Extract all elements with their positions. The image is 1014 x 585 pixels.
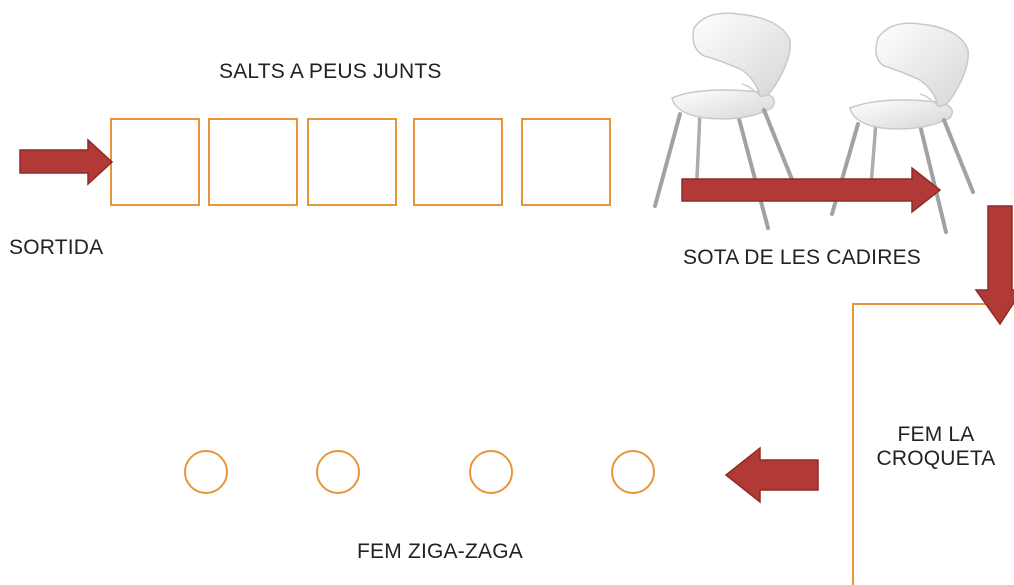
arrow-icon	[681, 166, 942, 214]
label-fem-la-croqueta: FEM LA CROQUETA	[866, 423, 1006, 471]
jump-square	[307, 118, 397, 206]
jump-square	[521, 118, 611, 206]
croqueta-mat	[852, 303, 1014, 585]
arrow-icon	[974, 205, 1014, 326]
chair-icon	[830, 22, 975, 234]
arrow-icon	[724, 446, 819, 504]
label-sortida: SORTIDA	[9, 236, 104, 259]
chair-icon	[653, 12, 795, 230]
label-sota-de-les-cadires: SOTA DE LES CADIRES	[683, 246, 921, 269]
ziga-zaga-cone	[316, 450, 360, 494]
ziga-zaga-cone	[469, 450, 513, 494]
jump-square	[413, 118, 503, 206]
jump-square	[208, 118, 298, 206]
label-fem-la: FEM LA	[897, 423, 975, 446]
label-croqueta: CROQUETA	[876, 447, 996, 471]
ziga-zaga-cone	[184, 450, 228, 494]
ziga-zaga-cone	[611, 450, 655, 494]
label-salts-a-peus-junts: SALTS A PEUS JUNTS	[219, 60, 442, 83]
arrow-icon	[19, 138, 114, 186]
label-fem-ziga-zaga: FEM ZIGA-ZAGA	[357, 540, 523, 563]
